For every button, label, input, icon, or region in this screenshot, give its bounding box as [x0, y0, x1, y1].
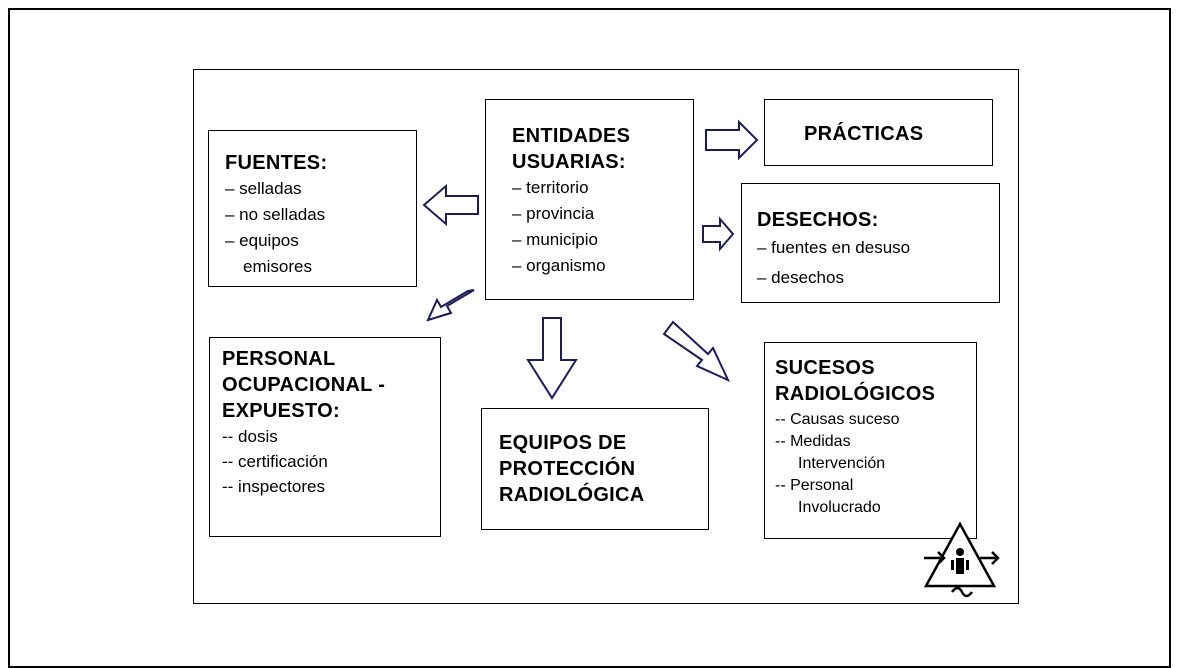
sucesos-item: Intervención: [798, 455, 886, 472]
arrow-to-sucesos: [662, 320, 731, 383]
entidades-item: – territorio: [512, 178, 589, 197]
entidades-title-line-2: USUARIAS:: [512, 151, 626, 173]
fuentes-item: emisores: [243, 257, 312, 276]
fuentes-box: FUENTES: – selladas – no selladas – equi…: [208, 130, 417, 287]
personal-item: -- certificación: [222, 452, 328, 471]
entidades-item: – provincia: [512, 204, 595, 223]
practicas-title: PRÁCTICAS: [804, 123, 924, 145]
fuentes-title: FUENTES:: [225, 152, 328, 174]
arrow-to-fuentes: [422, 183, 479, 227]
arrow-to-desechos: [702, 216, 735, 252]
fuentes-item: – no selladas: [225, 205, 326, 224]
sucesos-item: -- Causas suceso: [775, 411, 900, 428]
sucesos-title-line-1: SUCESOS: [775, 357, 875, 379]
entidades-item: – municipio: [512, 230, 598, 249]
desechos-title: DESECHOS:: [757, 209, 879, 231]
personal-title-line-3: EXPUESTO:: [222, 400, 340, 422]
personal-item: -- dosis: [222, 427, 278, 446]
desechos-item: – desechos: [757, 268, 844, 287]
equipos-title-line-1: EQUIPOS DE: [499, 432, 627, 454]
personal-box: PERSONAL OCUPACIONAL - EXPUESTO: -- dosi…: [209, 337, 441, 537]
entidades-item: – organismo: [512, 256, 606, 275]
fuentes-item: – selladas: [225, 179, 302, 198]
arrow-to-personal: [426, 289, 475, 322]
sucesos-item: -- Personal: [775, 477, 854, 494]
practicas-box: PRÁCTICAS: [764, 99, 993, 166]
desechos-box: DESECHOS: – fuentes en desuso – desechos: [741, 183, 1000, 303]
sucesos-box: SUCESOS RADIOLÓGICOS -- Causas suceso --…: [764, 342, 977, 539]
sucesos-title-line-2: RADIOLÓGICOS: [775, 383, 936, 405]
desechos-item: – fuentes en desuso: [757, 238, 911, 257]
radiation-hazard-icon: [923, 521, 1000, 598]
personal-title-line-2: OCUPACIONAL -: [222, 374, 386, 396]
personal-item: -- inspectores: [222, 477, 325, 496]
entidades-box: ENTIDADES USUARIAS: – territorio – provi…: [485, 99, 694, 300]
entidades-title-line-1: ENTIDADES: [512, 125, 631, 147]
arrow-to-practicas: [705, 119, 759, 161]
sucesos-item: Involucrado: [798, 499, 881, 516]
arrows-layer: [422, 119, 759, 400]
equipos-title-line-2: PROTECCIÓN: [499, 458, 636, 480]
arrow-to-equipos: [526, 317, 578, 400]
equipos-title-line-3: RADIOLÓGICA: [499, 484, 645, 506]
equipos-box: EQUIPOS DE PROTECCIÓN RADIOLÓGICA: [481, 408, 709, 530]
sucesos-item: -- Medidas: [775, 433, 851, 450]
fuentes-item: – equipos: [225, 231, 299, 250]
personal-title-line-1: PERSONAL: [222, 348, 336, 370]
